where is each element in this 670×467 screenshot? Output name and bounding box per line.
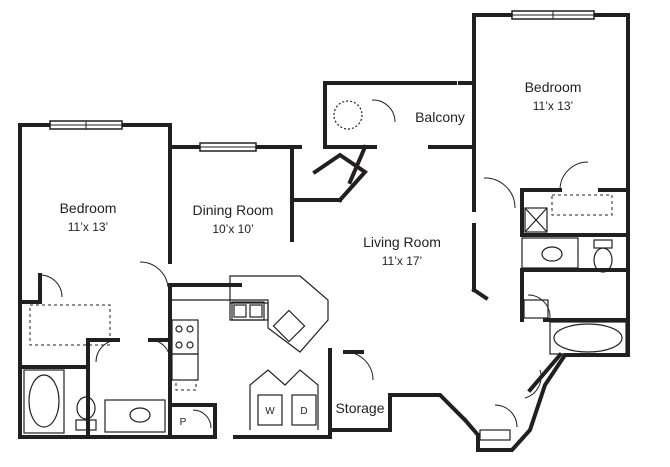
bedroom-left-name: Bedroom bbox=[60, 200, 117, 216]
room-labels: Bedroom 11’x 13’ Dining Room 10’x 10’ Li… bbox=[60, 79, 582, 428]
balcony-name: Balcony bbox=[415, 109, 465, 125]
dryer-label: D bbox=[300, 406, 307, 417]
bedroom-left-dims: 11’x 13’ bbox=[68, 220, 108, 234]
dining-room-dims: 10’x 10’ bbox=[212, 222, 253, 236]
pantry-label: P bbox=[180, 417, 187, 428]
living-room-dims: 11’x 17’ bbox=[382, 254, 422, 268]
doors bbox=[39, 99, 589, 429]
storage-name: Storage bbox=[335, 400, 384, 416]
dining-room-name: Dining Room bbox=[193, 202, 274, 218]
walls bbox=[18, 13, 630, 452]
bedroom-right-dims: 11’x 13’ bbox=[533, 99, 573, 113]
bedroom-right-name: Bedroom bbox=[525, 79, 582, 95]
living-room-name: Living Room bbox=[363, 234, 441, 250]
fixtures bbox=[23, 100, 627, 441]
windows bbox=[49, 10, 595, 152]
washer-label: W bbox=[265, 406, 275, 417]
